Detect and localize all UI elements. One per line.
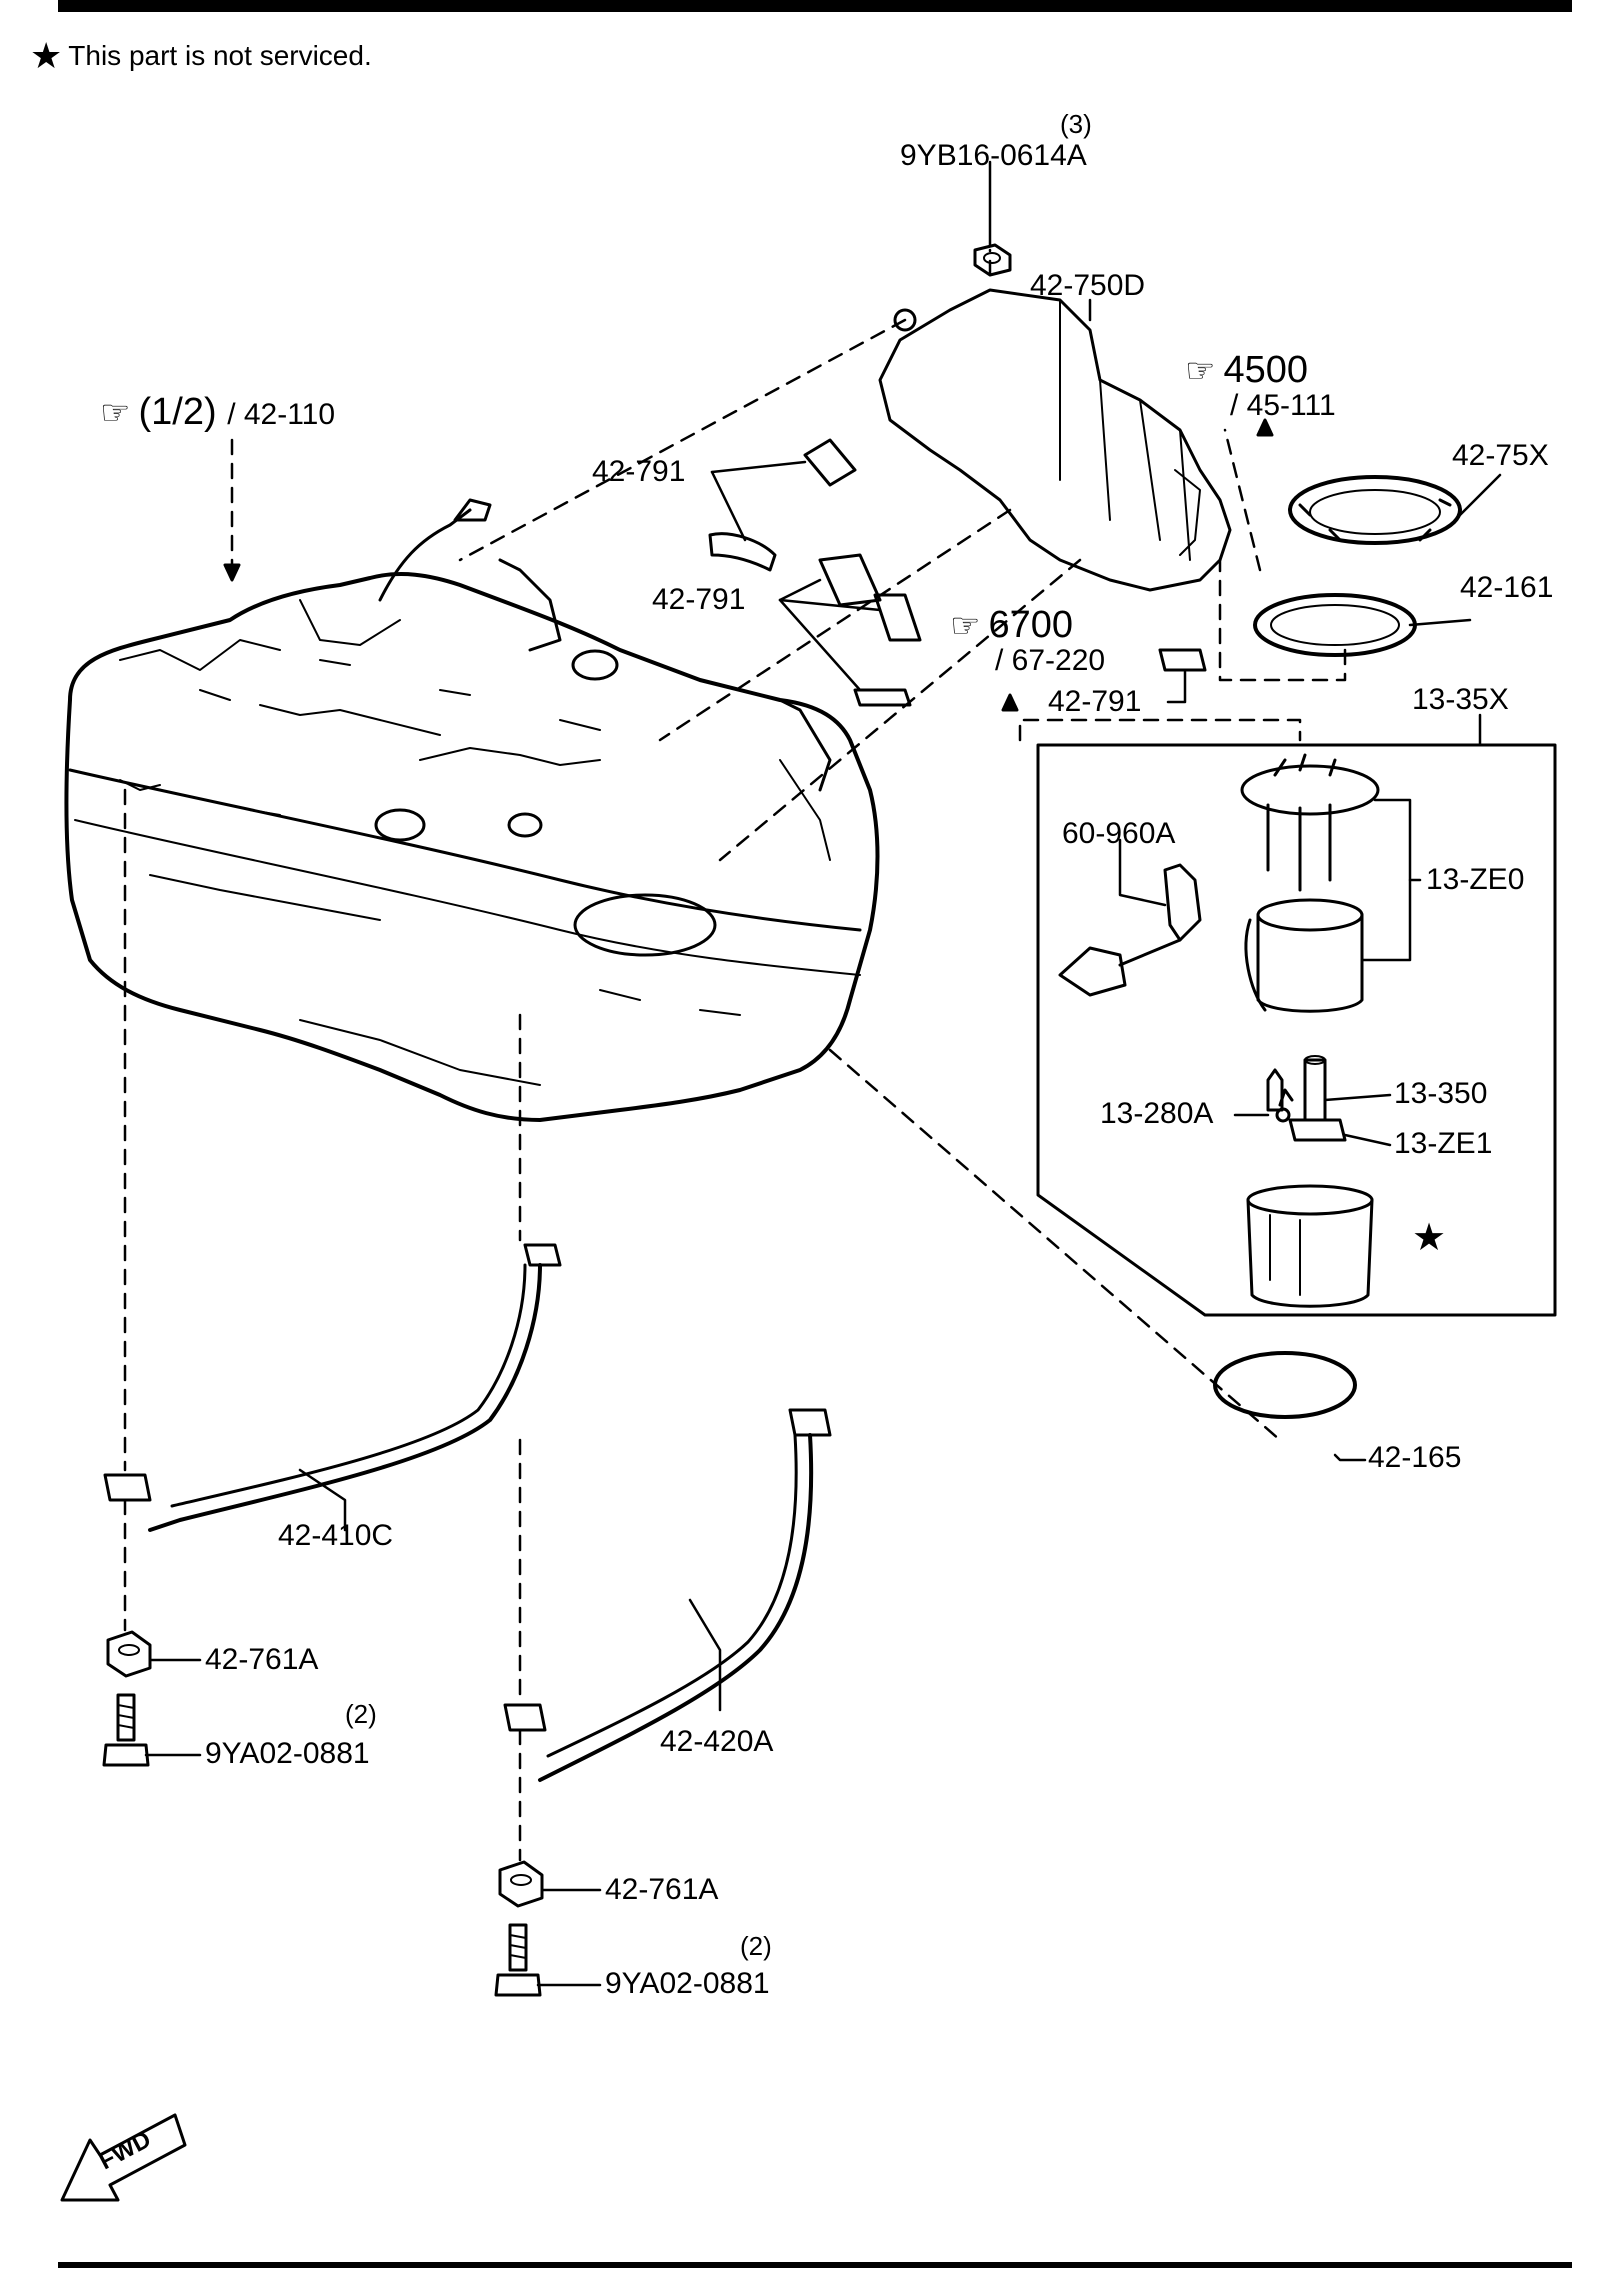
- part-42-410c: 42-410C: [278, 1519, 394, 1552]
- star-icon: ★: [1412, 1217, 1447, 1259]
- part-42-761a-1: 42-761A: [205, 1643, 319, 1676]
- gasket-42-161-drawing: [1253, 593, 1417, 657]
- qty-9ya02-1: (2): [345, 1699, 377, 1729]
- fuel-pump-assembly-frame: [1036, 743, 1557, 1317]
- part-42-75x: 42-75X: [1452, 439, 1549, 472]
- assembly-dashed-lines: [123, 248, 1347, 1862]
- star-icon: ★: [30, 35, 63, 76]
- part-42-420a: 42-420A: [660, 1725, 774, 1758]
- part-42-791-c: 42-791: [1048, 685, 1142, 718]
- heat-insulator-drawing: [878, 288, 1232, 592]
- part-13-280a: 13-280A: [1100, 1097, 1214, 1130]
- fuel-level-sender-drawing: [1058, 863, 1202, 997]
- ref-6700-page: 6700: [988, 604, 1074, 646]
- part-42-791-b: 42-791: [652, 583, 746, 616]
- part-42-750d: 42-750D: [1030, 269, 1146, 302]
- retaining-ring-drawing: [1288, 475, 1462, 545]
- part-13-ze1: 13-ZE1: [1394, 1127, 1493, 1160]
- insulator-pads-drawing: [708, 438, 1207, 707]
- part-9yb16-0614a: 9YB16-0614A: [900, 139, 1087, 172]
- ref-tank-page: (1/2): [138, 391, 217, 433]
- part-42-161: 42-161: [1460, 571, 1554, 604]
- ref-4500-page: 4500: [1223, 349, 1309, 391]
- jet-pump-drawing: [1266, 1068, 1284, 1112]
- pump-flange-drawing: [1240, 753, 1380, 892]
- pump-reservoir-drawing: [1244, 898, 1364, 1013]
- ref-4500-label: ☞4500: [1185, 350, 1308, 391]
- part-9ya02-0881-2: 9YA02-0881: [605, 1967, 770, 2000]
- reservoir-cup-drawing: [1246, 1184, 1374, 1308]
- qty-9ya02-2: (2): [740, 1931, 772, 1961]
- ref-6700-label: ☞6700: [950, 605, 1073, 646]
- part-42-791-a: 42-791: [592, 455, 686, 488]
- pointing-hand-icon: ☞: [1185, 352, 1216, 390]
- part-42-165: 42-165: [1368, 1441, 1462, 1474]
- pointing-hand-icon: ☞: [100, 394, 131, 432]
- part-42-761a-2: 42-761A: [605, 1873, 719, 1906]
- top-border-bar: [58, 0, 1572, 12]
- bolt-9ya02-2-drawing: [494, 1923, 542, 1997]
- part-9ya02-0881-1: 9YA02-0881: [205, 1737, 370, 1770]
- ref-6700-part: / 67-220: [995, 644, 1106, 677]
- bolt-9ya02-1-drawing: [102, 1693, 150, 1767]
- reference-arrows: [223, 418, 1274, 712]
- nut-9yb16-drawing: [973, 243, 1012, 277]
- nut-42-761a-1-drawing: [106, 1630, 152, 1678]
- pointing-hand-icon: ☞: [950, 607, 981, 645]
- forward-direction-arrow: [60, 2113, 187, 2202]
- part-60-960a: 60-960A: [1062, 817, 1176, 850]
- not-serviced-note: ★This part is not serviced.: [30, 38, 372, 74]
- o-ring-42-165-drawing: [1213, 1351, 1357, 1419]
- ref-tank-part: / 42-110: [227, 398, 336, 431]
- part-13-35x: 13-35X: [1412, 683, 1509, 716]
- ref-4500-part: / 45-111: [1230, 389, 1336, 422]
- part-13-ze0: 13-ZE0: [1426, 863, 1525, 896]
- ref-tank-label: ☞(1/2) / 42-110: [100, 392, 335, 433]
- qty-9yb16: (3): [1060, 109, 1092, 139]
- part-13-350: 13-350: [1394, 1077, 1488, 1110]
- callout-leader-lines: [144, 160, 1502, 1987]
- tank-band-42-420a-drawing: [503, 1408, 832, 1782]
- nut-42-761a-2-drawing: [498, 1860, 544, 1908]
- bottom-border-bar: [58, 2262, 1572, 2268]
- note-text: This part is not serviced.: [68, 40, 372, 71]
- tank-band-42-410c-drawing: [103, 1243, 562, 1532]
- fuel-tank-drawing: [64, 498, 880, 1122]
